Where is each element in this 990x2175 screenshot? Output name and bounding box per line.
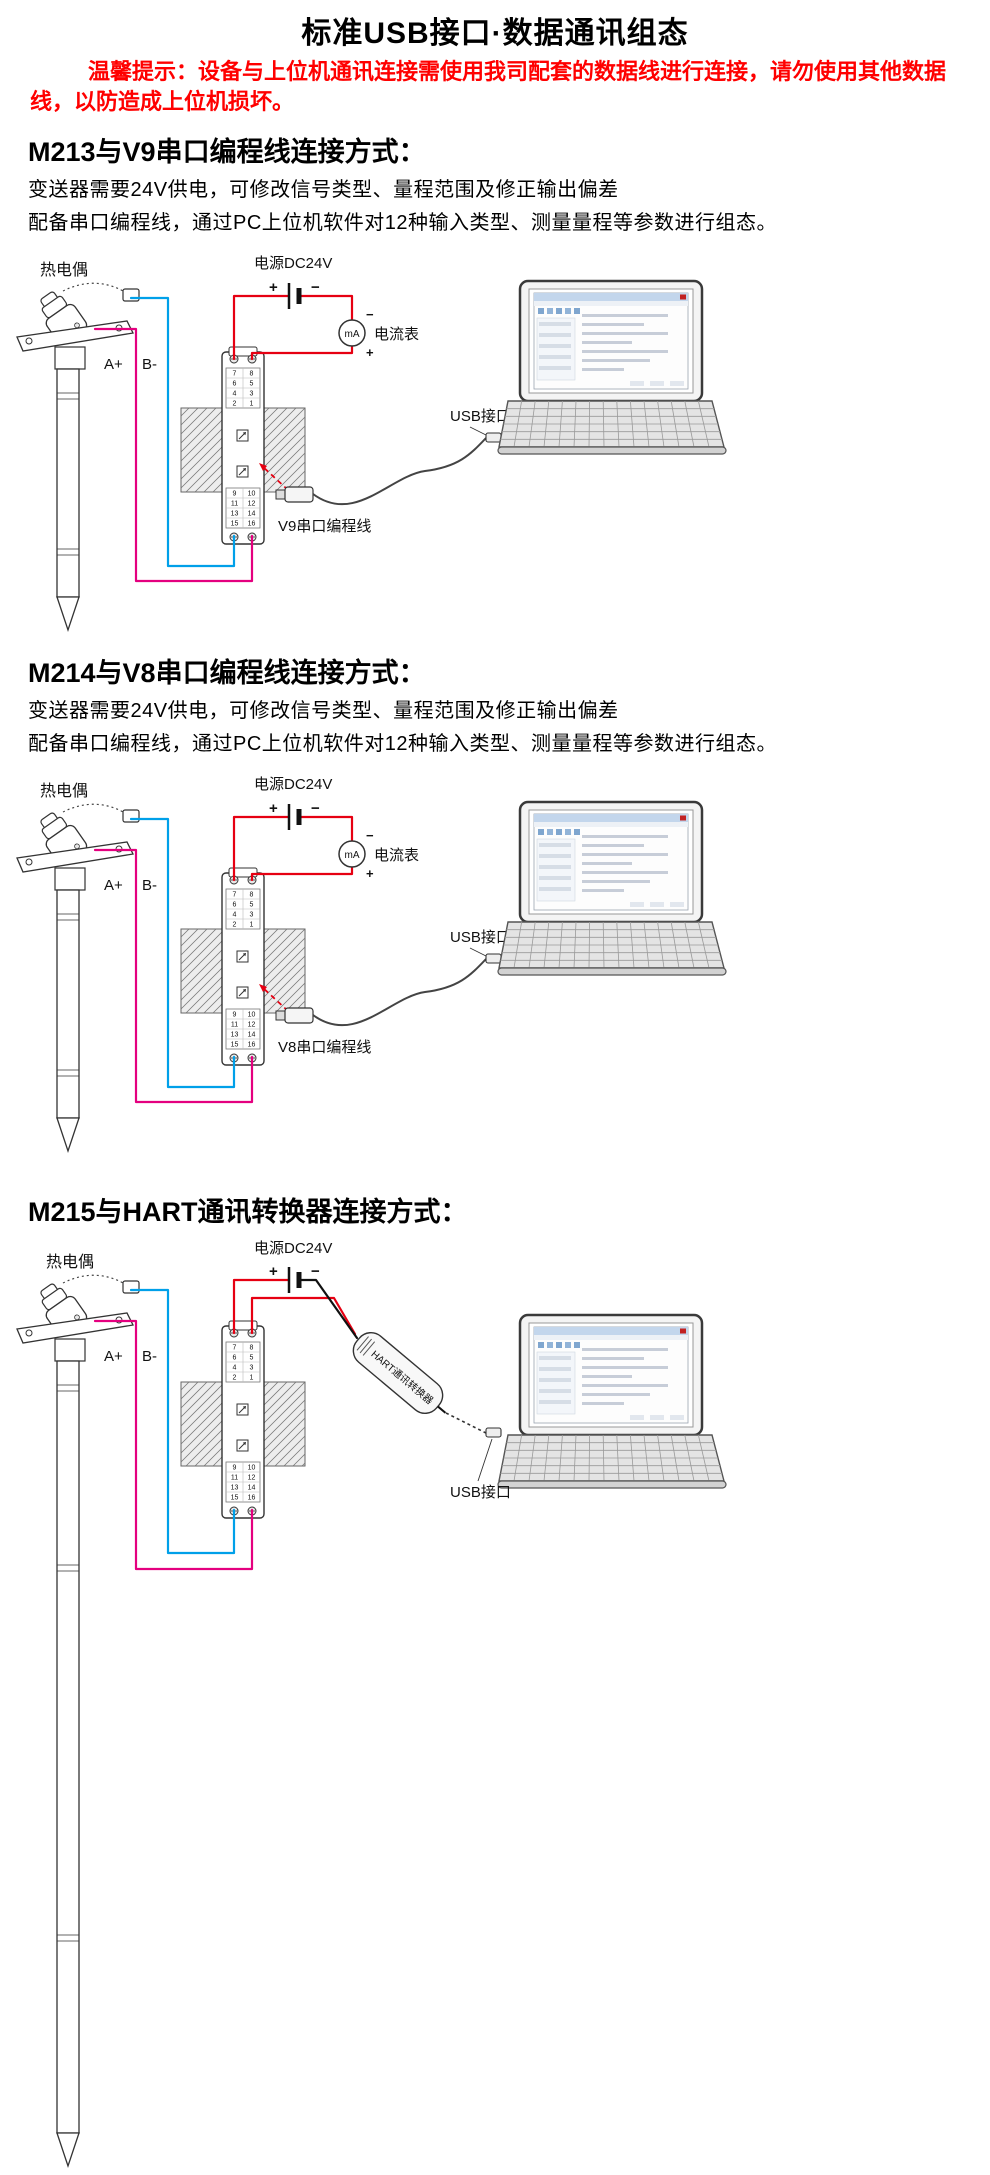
wire-black-from-battery [297, 1278, 359, 1339]
programming-cable [312, 958, 487, 1026]
dc24v-battery [269, 800, 320, 830]
usb-label: USB接口 [450, 1484, 511, 1501]
warning-note: 温馨提示：设备与上位机通讯连接需使用我司配套的数据线进行连接，请勿使用其他数据线… [30, 59, 947, 115]
section-desc-2: 配备串口编程线，通过PC上位机软件对12种输入类型、测量量程等参数进行组态。 [28, 211, 778, 234]
probe-shaft [56, 368, 80, 598]
wire-magenta [93, 1319, 254, 1570]
signal-arrow-dashed [261, 986, 289, 1012]
usb-leader-line [477, 1438, 493, 1481]
cable-label: V9串口编程线 [278, 518, 371, 535]
wire-b-minus-label: B- [142, 356, 157, 373]
usb-leader-line [469, 947, 489, 958]
wire-b-minus-label: B- [142, 1348, 157, 1365]
signal-arrow-dashed [261, 465, 289, 491]
diagram-m214-v8: 热电偶 电源DC24V A+ B- 电流表 V8串口编程线 USB接口 [16, 776, 728, 1153]
diagram-m213-v9: 热电偶 电源DC24V A+ B- 电流表 V9串口编程线 USB接口 [16, 255, 728, 632]
section-m213: M213与V9串口编程线连接方式： 变送器需要24V供电，可修改信号类型、量程范… [0, 130, 990, 639]
section-desc-1: 变送器需要24V供电，可修改信号类型、量程范围及修正输出偏差 [28, 178, 619, 201]
probe-shaft [56, 889, 80, 1119]
thermocouple-label: 热电偶 [40, 261, 88, 279]
wire-red-supply [232, 815, 291, 881]
wire-red-to-converter [250, 1296, 357, 1335]
probe-tip [56, 2132, 80, 2168]
programming-cable [312, 437, 487, 505]
section-heading-m214: M214与V8串口编程线连接方式： [28, 657, 426, 688]
programming-cable-connector [284, 486, 314, 503]
wire-red-to-meter [297, 294, 354, 321]
section-heading-m215: M215与HART通讯转换器连接方式： [28, 1196, 468, 1227]
cable-plug-tip [275, 1010, 286, 1021]
section-m215: M215与HART通讯转换器连接方式： 热电偶 电源DC24V A+ B- HA… [0, 1190, 990, 2175]
section-heading-m213: M213与V9串口编程线连接方式： [28, 136, 426, 167]
usb-plug [485, 953, 502, 964]
section-m214: M214与V8串口编程线连接方式： 变送器需要24V供电，可修改信号类型、量程范… [0, 651, 990, 1160]
thermocouple-label: 热电偶 [46, 1253, 94, 1271]
wire-a-plus-label: A+ [104, 1348, 123, 1365]
usb-label: USB接口 [450, 929, 511, 946]
usb-cable-dashed [445, 1412, 487, 1434]
dc24v-battery [269, 1263, 320, 1293]
transmitter-module [180, 1320, 306, 1519]
diagram-m215-hart: 热电偶 电源DC24V A+ B- HART通讯转换器 [16, 1240, 728, 2168]
usb-label: USB接口 [450, 408, 511, 425]
wire-blue [129, 1288, 236, 1554]
cable-plug-tip [275, 489, 286, 500]
power-label: 电源DC24V [254, 1240, 332, 1257]
dc24v-battery [269, 279, 320, 309]
power-label: 电源DC24V [254, 776, 332, 793]
wire-red-return [250, 344, 354, 360]
wire-red-supply [232, 294, 291, 360]
ammeter-label: 电流表 [374, 847, 419, 864]
hart-converter: HART通讯转换器 [352, 1331, 447, 1414]
arrowhead [259, 462, 267, 471]
wire-blue [129, 296, 236, 567]
wire-red-return [250, 865, 354, 881]
host-laptop [496, 800, 728, 976]
probe-tip [56, 1117, 80, 1153]
wire-a-plus-label: A+ [104, 877, 123, 894]
host-laptop [496, 279, 728, 455]
programming-cable-connector [284, 1007, 314, 1024]
wire-red-supply [232, 1278, 291, 1334]
wire-b-minus-label: B- [142, 877, 157, 894]
wire-magenta [93, 327, 254, 582]
wire-magenta [93, 848, 254, 1103]
arrowhead [259, 983, 267, 992]
ammeter-label: 电流表 [374, 326, 419, 343]
wire-red-to-meter [297, 815, 354, 842]
wire-a-plus-label: A+ [104, 356, 123, 373]
power-label: 电源DC24V [254, 255, 332, 272]
transmitter-module [180, 346, 306, 545]
host-laptop [496, 1313, 728, 1489]
section-desc-2: 配备串口编程线，通过PC上位机软件对12种输入类型、测量量程等参数进行组态。 [28, 732, 778, 755]
probe-shaft [56, 1360, 80, 2134]
usb-plug [485, 432, 502, 443]
section-desc-1: 变送器需要24V供电，可修改信号类型、量程范围及修正输出偏差 [28, 699, 619, 722]
usb-leader-line [469, 426, 489, 437]
page-title: 标准USB接口·数据通讯组态 [301, 17, 689, 50]
thermocouple-label: 热电偶 [40, 782, 88, 800]
usb-plug [485, 1427, 502, 1438]
cable-label: V8串口编程线 [278, 1039, 371, 1056]
probe-tip [56, 596, 80, 632]
wire-blue [129, 817, 236, 1088]
transmitter-module [180, 867, 306, 1066]
